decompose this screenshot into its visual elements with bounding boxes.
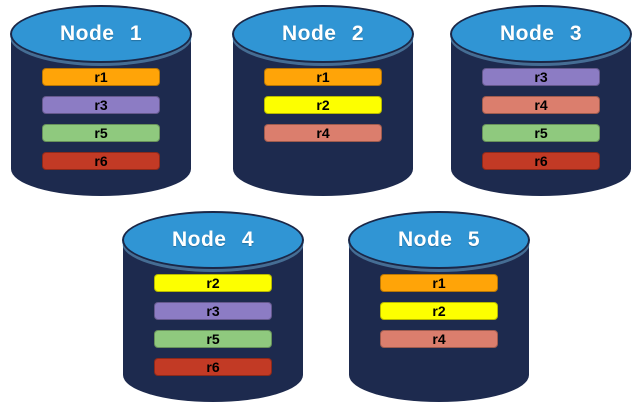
replica-bar: r5 — [154, 330, 272, 348]
node-title: Node 5 — [397, 228, 480, 251]
replica-bar: r1 — [42, 68, 160, 86]
replica-bar: r5 — [482, 124, 600, 142]
database-cylinder-node-3: Node 3 r3 r4 r5 r6 — [450, 5, 632, 196]
replica-bar: r2 — [264, 96, 382, 114]
replica-list: r2 r3 r5 r6 — [122, 274, 304, 376]
database-icon-top: Node 3 — [450, 5, 632, 63]
replica-bar: r1 — [380, 274, 498, 292]
database-cylinder-node-1: Node 1 r1 r3 r5 r6 — [10, 5, 192, 196]
replica-bar: r1 — [264, 68, 382, 86]
replica-bar: r4 — [380, 330, 498, 348]
replica-bar: r5 — [42, 124, 160, 142]
replica-list: r1 r2 r4 — [348, 274, 530, 348]
replica-bar: r2 — [154, 274, 272, 292]
replica-bar: r4 — [264, 124, 382, 142]
node-title: Node 3 — [499, 22, 582, 45]
database-cylinder-node-2: Node 2 r1 r2 r4 — [232, 5, 414, 196]
replica-bar: r4 — [482, 96, 600, 114]
node-title: Node 4 — [171, 228, 254, 251]
database-icon-top: Node 2 — [232, 5, 414, 63]
node-title: Node 1 — [59, 22, 142, 45]
replica-list: r1 r2 r4 — [232, 68, 414, 142]
replica-bar: r3 — [42, 96, 160, 114]
database-icon-top: Node 1 — [10, 5, 192, 63]
database-cylinder-node-4: Node 4 r2 r3 r5 r6 — [122, 211, 304, 402]
node-title: Node 2 — [281, 22, 364, 45]
replica-bar: r6 — [154, 358, 272, 376]
replica-list: r1 r3 r5 r6 — [10, 68, 192, 170]
database-icon-top: Node 4 — [122, 211, 304, 269]
replica-bar: r2 — [380, 302, 498, 320]
database-icon-top: Node 5 — [348, 211, 530, 269]
database-cylinder-node-5: Node 5 r1 r2 r4 — [348, 211, 530, 402]
replica-list: r3 r4 r5 r6 — [450, 68, 632, 170]
replica-bar: r3 — [154, 302, 272, 320]
replica-bar: r3 — [482, 68, 600, 86]
replica-bar: r6 — [482, 152, 600, 170]
replica-bar: r6 — [42, 152, 160, 170]
